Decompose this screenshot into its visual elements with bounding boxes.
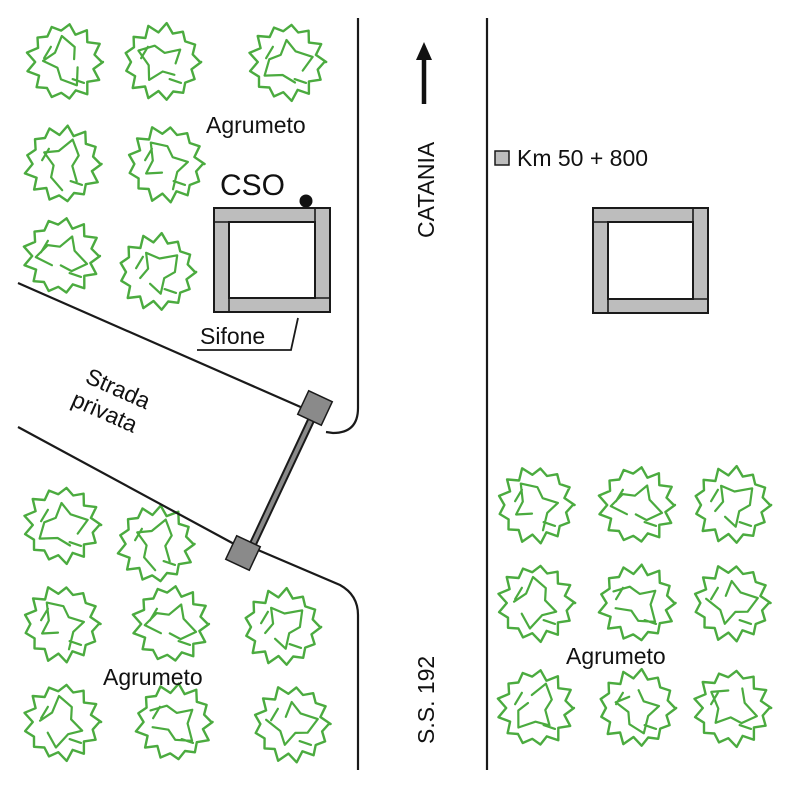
private-road-south-edge [17,426,237,546]
citrus-tree-icon [244,586,323,666]
sifone-label: Sifone [200,323,265,349]
road-number-label: S.S. 192 [413,656,439,744]
citrus-tree-icon [25,23,105,100]
citrus-tree-icon [23,486,103,566]
citrus-tree-icon [23,586,102,664]
citrus-tree-icon [496,669,576,746]
culvert-head-north [296,389,334,427]
citrus-tree-icon [597,466,677,543]
orchard-label-top: Agrumeto [206,112,306,138]
private-road-north-edge [17,281,313,414]
point-marker-icon [299,194,313,208]
state-road-left-edge-top [325,18,360,435]
citrus-tree-icon [22,217,102,294]
citrus-tree-icon [694,464,773,544]
orchard-bottom-left [23,486,332,764]
citrus-tree-icon [127,126,206,204]
citrus-tree-icon [693,669,773,749]
culvert-head-south [224,534,262,572]
km-marker-label: Km 50 + 800 [517,145,648,171]
citrus-tree-icon [116,504,196,583]
siphon-structure [213,207,331,313]
state-road-left-edge-bottom [257,548,360,770]
citrus-tree-icon [131,585,211,662]
citrus-tree-icon [248,23,328,103]
orchard-top-left [22,21,328,311]
citrus-tree-icon [134,682,214,761]
citrus-tree-icon [693,565,772,643]
culvert-pipe [248,414,317,548]
sifone-leader-line [197,317,299,351]
citrus-tree-icon [597,563,677,642]
citrus-tree-icon [23,124,103,203]
orchard-bottom-right [496,464,773,749]
citrus-tree-icon [599,667,678,747]
cso-label: CSO [220,169,285,202]
citrus-tree-icon [23,683,103,763]
citrus-tree-icon [497,564,577,644]
arrow-up-icon [416,42,432,104]
citrus-tree-icon [124,21,203,101]
orchard-label-bottom-right: Agrumeto [566,643,666,669]
catania-label: CATANIA [413,141,439,238]
square-marker-icon [494,150,510,166]
citrus-tree-icon [253,686,332,764]
citrus-tree-icon [497,467,576,545]
orchard-label-bottom-left: Agrumeto [103,664,203,690]
citrus-tree-icon [119,231,198,311]
roadside-structure [592,207,709,314]
